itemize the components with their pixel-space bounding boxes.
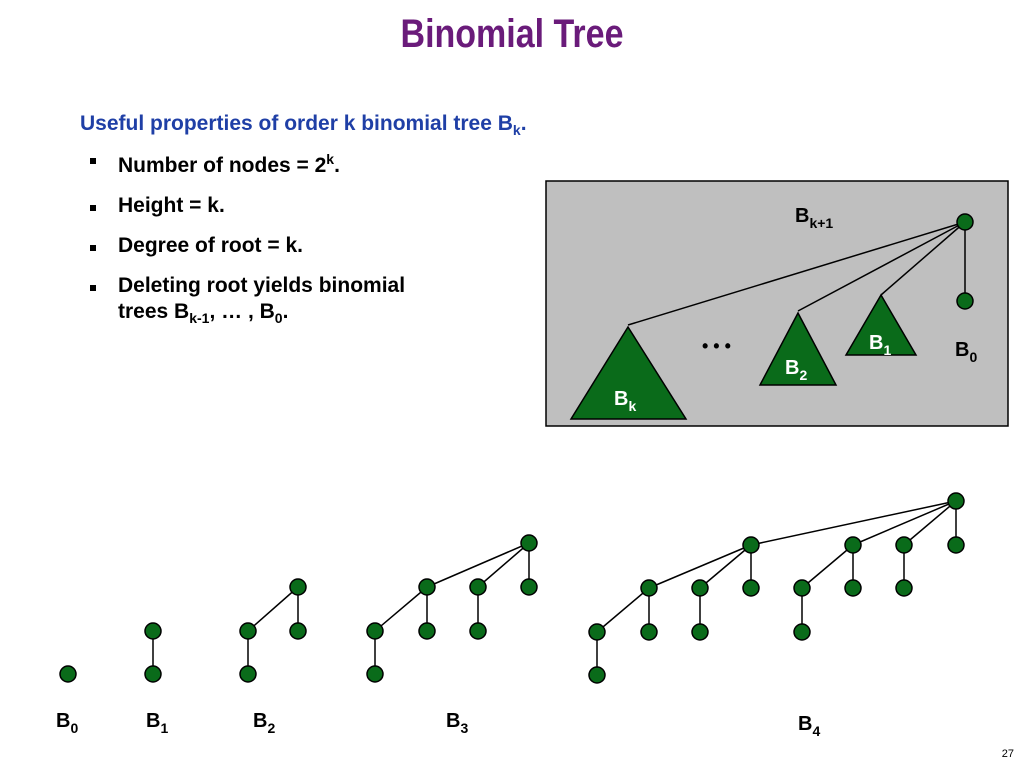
edge [477, 542, 530, 588]
label-bk: Bk [614, 388, 636, 414]
tree-nodes [59, 492, 965, 684]
edge [880, 221, 966, 296]
edge [247, 586, 299, 632]
tree-node [742, 579, 760, 597]
tree-node [366, 665, 384, 683]
ellipsis: • • • [702, 336, 731, 356]
bullet-marker [90, 245, 96, 251]
tree-node [844, 579, 862, 597]
bullet-marker [90, 205, 96, 211]
tree-node [844, 536, 862, 554]
bullet-height: Height = k. [88, 193, 508, 219]
tree-node [366, 622, 384, 640]
tree-node [239, 665, 257, 683]
property-list: Number of nodes = 2k. Height = k. Degree… [88, 146, 508, 345]
tree-label-b1: B1 [146, 710, 168, 736]
edge [903, 500, 957, 546]
tree-labels: B0 B1 B2 B3 B4 [56, 710, 820, 739]
edge [596, 587, 650, 633]
tree-label-b0: B0 [56, 710, 78, 736]
edge [801, 544, 854, 589]
tree-node [144, 622, 162, 640]
slide-title: Binomial Tree [400, 12, 624, 56]
edge [648, 544, 752, 589]
tree-node [418, 622, 436, 640]
tree-node [520, 534, 538, 552]
tree-node [588, 623, 606, 641]
tree-node [289, 578, 307, 596]
tree-label-b4: B4 [798, 713, 820, 739]
tree-node [588, 666, 606, 684]
edge [426, 542, 530, 588]
tree-node [691, 579, 709, 597]
tree-label-b3: B3 [446, 710, 468, 736]
tree-node [895, 579, 913, 597]
subtree-b2-triangle [758, 311, 838, 386]
edge [374, 586, 428, 632]
edge [699, 544, 752, 589]
edge [750, 500, 957, 546]
tree-node [691, 623, 709, 641]
b0-node [956, 292, 974, 310]
tree-node [742, 536, 760, 554]
tree-node [469, 578, 487, 596]
bullet-number-of-nodes: Number of nodes = 2k. [88, 146, 508, 179]
tree-node [144, 665, 162, 683]
intro-text: Useful properties of order k binomial tr… [80, 112, 527, 139]
tree-node [793, 579, 811, 597]
tree-node [640, 623, 658, 641]
bullet-marker [90, 158, 96, 164]
tree-node [289, 622, 307, 640]
label-b2: B2 [785, 357, 807, 383]
subtree-bk-triangle [569, 325, 688, 420]
edge [797, 221, 966, 312]
tree-node [947, 492, 965, 510]
tree-node [793, 623, 811, 641]
page-number: 27 [1001, 748, 1014, 760]
tree-node [895, 536, 913, 554]
bullet-marker [90, 285, 96, 291]
edge [627, 221, 966, 326]
tree-node [59, 665, 77, 683]
tree-edges [152, 500, 957, 675]
label-b0: B0 [955, 339, 977, 365]
recursive-structure-panel: Bk+1 B0 B1 B2 Bk • • • [545, 180, 1009, 427]
bullet-degree-of-root: Degree of root = k. [88, 233, 508, 259]
edge [852, 500, 957, 546]
label-b1: B1 [869, 332, 891, 358]
tree-node [239, 622, 257, 640]
subtree-b1-triangle [844, 293, 918, 356]
label-bk1: Bk+1 [795, 205, 833, 231]
tree-node [418, 578, 436, 596]
tree-node [947, 536, 965, 554]
tree-label-b2: B2 [253, 710, 275, 736]
tree-node [640, 579, 658, 597]
tree-node [469, 622, 487, 640]
tree-node [520, 578, 538, 596]
root-node [956, 213, 974, 231]
